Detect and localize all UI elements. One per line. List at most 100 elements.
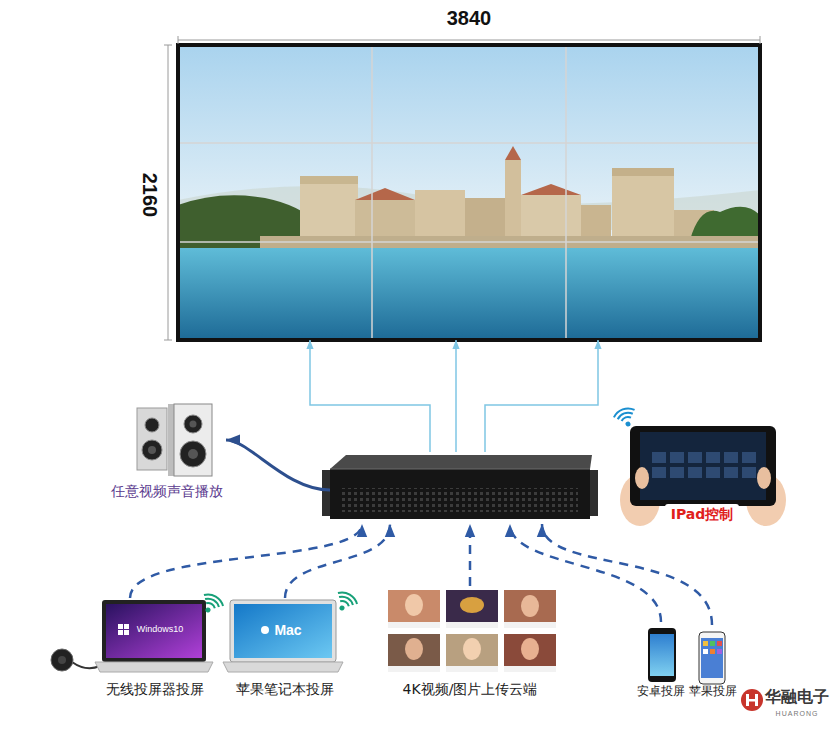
connector-arrow [469,524,472,586]
video-thumbnails [388,590,556,672]
apple-phone [701,638,723,678]
video-thumbnails [388,634,440,672]
speakers [137,404,212,476]
wifi-icon [340,606,344,610]
video-wall [300,182,358,244]
video-wall [355,188,415,200]
video-wall [505,160,521,244]
ipad-illustration [724,467,738,478]
apple-phone [710,641,715,646]
dimension-lines [178,36,179,44]
video-thumbnails [405,594,423,616]
video-wall [178,241,760,243]
device-label: 安卓投屏 [637,684,685,700]
wifi-icon [332,589,360,615]
device-label: IPad控制 [665,504,740,524]
brand-name: 华融电子 [765,687,829,708]
connector-arrow [310,340,430,452]
video-wall [178,45,760,340]
video-thumbnails [504,634,556,672]
video-wall [178,45,760,340]
ipad-illustration [652,467,666,478]
windows-laptop [102,600,206,662]
video-thumbnails [521,638,539,660]
ipad-illustration [620,426,786,532]
device-label: 4K视频/图片上传云端 [403,680,538,698]
controller-device [330,469,590,470]
controller-device [330,469,590,519]
speakers [137,408,167,470]
video-thumbnails [446,590,498,628]
apple-phone [703,649,708,654]
dimension-lines [164,45,172,46]
windows-laptop [106,604,202,658]
connector-arrow [226,440,330,490]
dimension-label: 2160 [137,173,163,218]
wifi-icon [338,589,359,604]
wireless-dongle [58,656,66,664]
brand-logo-mark [741,689,763,711]
mac-laptop [230,600,336,662]
device-label: 苹果投屏 [689,684,737,700]
speakers [188,449,198,459]
video-wall [300,176,358,184]
video-thumbnails [446,622,498,628]
mac-laptop [234,604,332,658]
wifi-icon [621,416,631,421]
video-thumbnails [446,666,498,672]
connector-arrow [542,524,712,625]
apple-phone [703,641,708,646]
dimension-lines [164,36,760,340]
connector-arrow [510,524,661,622]
video-wall [371,45,373,340]
video-thumbnails [446,634,498,672]
controller-node [330,452,592,524]
video-wall [178,142,760,144]
source-device-node: 无线投屏器投屏 [95,598,215,702]
ipad-illustration [724,452,738,463]
windows-laptop [124,630,129,635]
dimension-lines [168,45,169,340]
android-phone [650,634,674,676]
source-device-node: 4K视频/图片上传云端 [380,586,560,702]
device-label: 苹果笔记本投屏 [236,680,334,698]
ipad-illustration [652,452,666,463]
dimension-label: 3840 [447,5,492,31]
ipad-illustration [688,452,702,463]
controller-device [330,455,592,469]
ipad-illustration [706,467,720,478]
dimension-lines [178,40,760,41]
source-device-node: 安卓投屏 [634,622,688,704]
apple-phone [717,649,722,654]
speakers [184,415,202,433]
speakers [145,418,159,432]
speakers [142,440,162,460]
controller-device [342,488,578,512]
screen-logo-text: Windows10 [137,624,184,636]
screen-logo-text: Mac [274,621,301,639]
video-wall [612,168,674,176]
video-thumbnails [388,590,440,628]
windows-laptop [95,662,213,672]
ipad-illustration [706,452,720,463]
wifi-icon [206,608,210,612]
ipad-illustration [742,452,756,463]
speakers [190,421,197,428]
mac-laptop [223,662,343,672]
video-wall [505,146,521,160]
speaker-node: 任意视频声音播放 [108,400,226,500]
connector-arrow [455,340,457,452]
wifi-icon [206,601,216,608]
video-thumbnails [504,622,556,628]
device-label: 任意视频声音播放 [111,482,223,500]
connector-arrow [130,524,362,598]
controller-device [322,455,598,519]
brand-logo-mark [755,694,758,706]
wifi-icon [204,591,225,606]
ipad-illustration [635,467,649,489]
brand-name-latin: HUARONG [776,709,819,718]
video-wall [415,190,465,244]
video-thumbnails [504,590,556,628]
wifi-icon [198,591,226,617]
ipad-illustration [670,467,684,478]
